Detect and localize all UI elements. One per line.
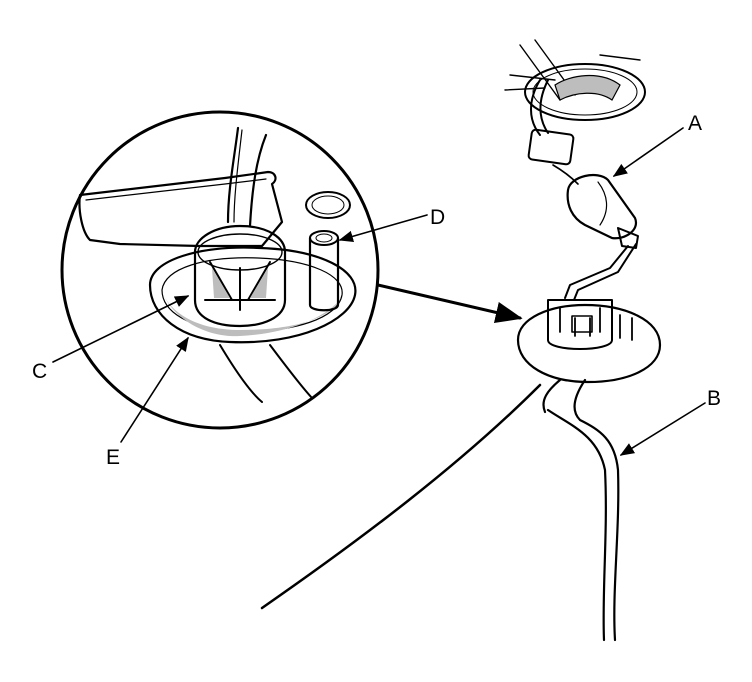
callout-d: D xyxy=(430,206,445,229)
detail-circle xyxy=(60,110,380,430)
callout-e: E xyxy=(106,446,120,469)
main-assembly xyxy=(260,39,662,642)
tank-edge xyxy=(260,383,542,610)
grommet-wire xyxy=(564,243,637,301)
detail-connector xyxy=(193,224,287,328)
upper-plug xyxy=(527,128,575,166)
detail-magnifier xyxy=(60,110,380,430)
hose-b xyxy=(542,378,620,642)
leader-e xyxy=(120,336,189,443)
callout-c: C xyxy=(32,360,47,383)
tank-grommet xyxy=(516,303,662,384)
leader-a xyxy=(612,127,684,177)
vent-tube xyxy=(308,236,340,312)
grommet-shading xyxy=(162,292,340,337)
leader-d xyxy=(338,214,428,242)
callout-a: A xyxy=(688,112,702,135)
leader-lines xyxy=(52,127,706,456)
zoom-arrow xyxy=(376,283,523,324)
leader-b xyxy=(619,402,706,456)
grommet-connector xyxy=(547,299,613,350)
connector-a-clip xyxy=(617,227,639,249)
grommet xyxy=(148,246,357,344)
upper-harness xyxy=(530,79,549,136)
upper-bracket xyxy=(524,63,646,121)
detail-wires xyxy=(226,126,268,228)
callout-b: B xyxy=(707,387,721,410)
leader-c xyxy=(52,295,190,363)
plate-hole xyxy=(305,191,351,219)
detail-hose xyxy=(219,344,313,403)
